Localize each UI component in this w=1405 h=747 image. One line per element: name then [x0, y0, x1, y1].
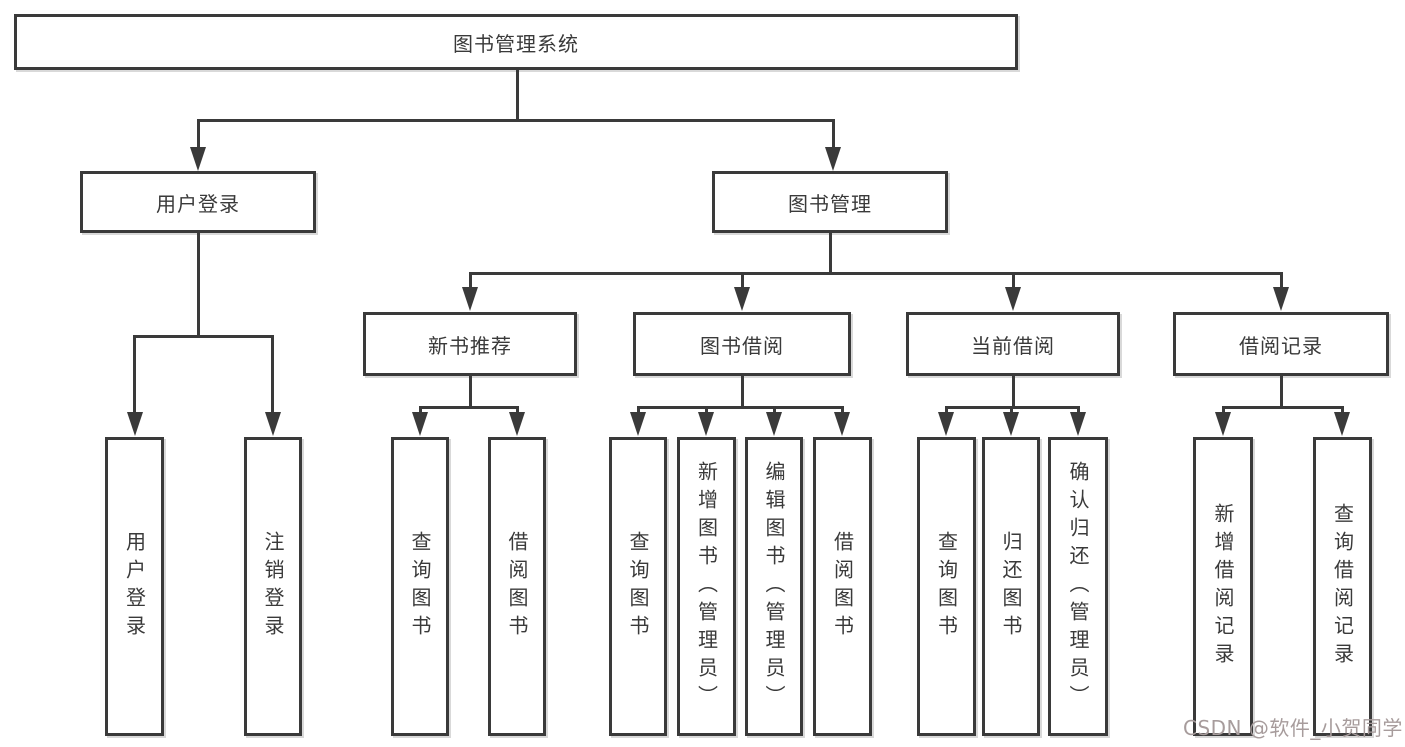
- leaf-add-books-admin: 新增图书（管理员）: [677, 437, 736, 736]
- leaf-recommend-borrow-books: 借阅图书: [488, 437, 546, 736]
- connector-user-login-stem: [197, 233, 200, 337]
- arrow-down-icon: [462, 287, 478, 311]
- connector-borrow-drop-3: [773, 406, 776, 415]
- arrow-down-icon: [698, 412, 714, 436]
- connector-borrow-bar: [637, 406, 844, 409]
- connector-root-drop-right: [832, 119, 835, 149]
- arrow-down-icon: [1005, 287, 1021, 311]
- connector-records-bar: [1222, 406, 1344, 409]
- node-library-system: 图书管理系统: [14, 14, 1018, 70]
- arrow-down-icon: [766, 412, 782, 436]
- connector-current-stem: [1012, 376, 1015, 409]
- arrow-down-icon: [825, 147, 841, 171]
- connector-recommend-bar: [419, 406, 519, 409]
- connector-records-drop-2: [1341, 406, 1344, 415]
- node-borrow-records: 借阅记录: [1173, 312, 1389, 376]
- leaf-return-books-label: 归还图书: [999, 530, 1023, 643]
- connector-current-drop-3: [1077, 406, 1080, 415]
- node-current-borrow: 当前借阅: [906, 312, 1120, 376]
- arrow-down-icon: [734, 287, 750, 311]
- connector-user-login-bar: [133, 335, 274, 338]
- connector-borrow-stem: [741, 376, 744, 409]
- connector-borrow-drop-2: [705, 406, 708, 415]
- arrow-down-icon: [509, 412, 525, 436]
- node-book-borrow: 图书借阅: [633, 312, 851, 376]
- node-library-system-label: 图书管理系统: [453, 31, 579, 56]
- leaf-add-books-admin-label: 新增图书（管理员）: [694, 460, 719, 713]
- leaf-borrow-query-books: 查询图书: [609, 437, 667, 736]
- connector-root-bar: [197, 119, 834, 122]
- leaf-confirm-return-admin: 确认归还（管理员）: [1048, 437, 1108, 736]
- arrow-down-icon: [265, 412, 281, 436]
- connector-book-mgmt-drop-3: [1012, 272, 1015, 290]
- leaf-current-query-books-label: 查询图书: [934, 530, 959, 643]
- connector-current-drop-1: [945, 406, 948, 415]
- node-borrow-records-label: 借阅记录: [1239, 333, 1323, 358]
- leaf-recommend-query-books: 查询图书: [391, 437, 449, 736]
- leaf-add-borrow-record: 新增借阅记录: [1193, 437, 1253, 736]
- arrow-down-icon: [127, 412, 143, 436]
- leaf-return-books: 归还图书: [982, 437, 1040, 736]
- node-user-login: 用户登录: [80, 171, 316, 233]
- connector-records-drop-1: [1222, 406, 1225, 415]
- connector-current-drop-2: [1010, 406, 1013, 415]
- node-book-management-label: 图书管理: [788, 191, 872, 216]
- node-user-login-label: 用户登录: [156, 191, 240, 216]
- arrow-down-icon: [1273, 287, 1289, 311]
- connector-recommend-drop-2: [516, 406, 519, 415]
- connector-book-mgmt-drop-4: [1280, 272, 1283, 290]
- leaf-logout-label: 注销登录: [261, 530, 285, 643]
- watermark: CSDN @软件_小贺同学: [1183, 716, 1403, 740]
- connector-book-mgmt-stem: [829, 233, 832, 274]
- node-current-borrow-label: 当前借阅: [971, 333, 1055, 358]
- leaf-user-login: 用户登录: [105, 437, 164, 736]
- arrow-down-icon: [1003, 412, 1019, 436]
- connector-recommend-stem: [469, 376, 472, 409]
- connector-records-stem: [1280, 376, 1283, 409]
- leaf-edit-books-admin: 编辑图书（管理员）: [745, 437, 803, 736]
- connector-recommend-drop-1: [419, 406, 422, 415]
- leaf-current-query-books: 查询图书: [917, 437, 976, 736]
- leaf-borrow-books-label: 借阅图书: [830, 530, 855, 643]
- arrow-down-icon: [1070, 412, 1086, 436]
- node-new-book-recommend: 新书推荐: [363, 312, 577, 376]
- leaf-recommend-borrow-books-label: 借阅图书: [505, 530, 529, 643]
- connector-root-drop-left: [197, 119, 200, 149]
- leaf-edit-books-admin-label: 编辑图书（管理员）: [762, 460, 786, 713]
- arrow-down-icon: [190, 147, 206, 171]
- leaf-add-borrow-record-label: 新增借阅记录: [1211, 502, 1235, 671]
- leaf-borrow-books: 借阅图书: [813, 437, 872, 736]
- arrow-down-icon: [834, 412, 850, 436]
- arrow-down-icon: [1334, 412, 1350, 436]
- arrow-down-icon: [412, 412, 428, 436]
- leaf-query-borrow-record: 查询借阅记录: [1313, 437, 1372, 736]
- leaf-logout: 注销登录: [244, 437, 302, 736]
- node-new-book-recommend-label: 新书推荐: [428, 333, 512, 358]
- connector-borrow-drop-1: [637, 406, 640, 415]
- leaf-recommend-query-books-label: 查询图书: [408, 530, 432, 643]
- leaf-query-borrow-record-label: 查询借阅记录: [1330, 502, 1355, 671]
- node-book-borrow-label: 图书借阅: [700, 333, 784, 358]
- connector-root-stem: [516, 70, 519, 122]
- arrow-down-icon: [1215, 412, 1231, 436]
- arrow-down-icon: [938, 412, 954, 436]
- leaf-borrow-query-books-label: 查询图书: [626, 530, 650, 643]
- arrow-down-icon: [630, 412, 646, 436]
- connector-borrow-drop-4: [841, 406, 844, 415]
- connector-book-mgmt-drop-2: [741, 272, 744, 290]
- leaf-user-login-label: 用户登录: [122, 530, 147, 643]
- node-book-management: 图书管理: [712, 171, 948, 233]
- leaf-confirm-return-admin-label: 确认归还（管理员）: [1066, 460, 1090, 713]
- connector-book-mgmt-bar: [469, 272, 1283, 275]
- connector-book-mgmt-drop-1: [469, 272, 472, 290]
- connector-user-login-drop-1: [133, 335, 136, 414]
- connector-user-login-drop-2: [271, 335, 274, 414]
